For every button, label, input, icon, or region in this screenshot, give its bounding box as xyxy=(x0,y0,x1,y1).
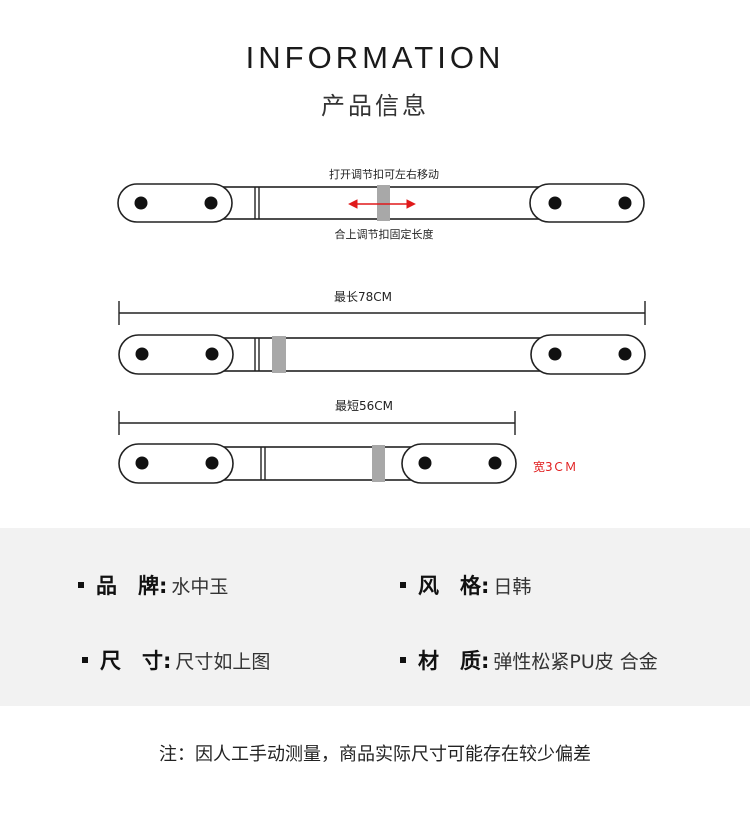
spec-label: 尺 寸: xyxy=(100,649,172,673)
left-end-tab xyxy=(118,443,234,484)
snap-button xyxy=(488,456,502,470)
snap-button xyxy=(548,196,562,210)
spec-value: 弹性松紧PU皮 合金 xyxy=(493,650,658,673)
spec-value: 水中玉 xyxy=(171,575,229,598)
snap-button xyxy=(204,196,218,210)
spec-label: 风 格: xyxy=(418,574,490,598)
spec-label: 材 质: xyxy=(418,649,490,673)
snap-button xyxy=(135,456,149,470)
strap-max: 最长78CM xyxy=(118,290,646,375)
strap-min: 最短56CM 宽3ＣＭ xyxy=(118,399,577,484)
page-title: INFORMATION xyxy=(245,40,505,75)
snap-button xyxy=(418,456,432,470)
strap-adjust: 打开调节扣可左右移动 合上调节扣固定长度 xyxy=(117,167,645,241)
spec-brand: 品 牌: 水中玉 xyxy=(78,570,228,600)
page-subtitle: 产品信息 xyxy=(321,92,429,120)
adjuster-slider xyxy=(272,336,286,373)
spec-size: 尺 寸: 尺寸如上图 xyxy=(82,645,270,675)
adjuster-slider xyxy=(372,445,385,482)
left-end-tab xyxy=(118,334,234,375)
min-length-label: 最短56CM xyxy=(335,399,393,413)
snap-button xyxy=(618,196,632,210)
strap-diagram: 打开调节扣可左右移动 合上调节扣固定长度 最长78CM 最短56CM xyxy=(117,167,646,484)
bullet-icon xyxy=(78,582,84,588)
snap-button xyxy=(205,456,219,470)
measurement-note: 注：因人工手动测量，商品实际尺寸可能存在较少偏差 xyxy=(159,744,591,765)
snap-button xyxy=(548,347,562,361)
bullet-icon xyxy=(400,582,406,588)
adjust-open-text: 打开调节扣可左右移动 xyxy=(329,167,439,181)
spec-value: 尺寸如上图 xyxy=(175,650,271,673)
bullet-icon xyxy=(400,657,406,663)
width-label: 宽3ＣＭ xyxy=(533,459,577,474)
snap-button xyxy=(618,347,632,361)
spec-label: 品 牌: xyxy=(96,574,168,598)
snap-button xyxy=(205,347,219,361)
specs-panel: 品 牌: 水中玉 风 格: 日韩 尺 寸: 尺寸如上图 材 质: 弹性松紧PU皮… xyxy=(0,528,750,706)
bullet-icon xyxy=(82,657,88,663)
left-end-tab xyxy=(117,183,233,223)
spec-value: 日韩 xyxy=(493,575,532,598)
spec-material: 材 质: 弹性松紧PU皮 合金 xyxy=(400,645,658,675)
right-end-tab xyxy=(401,443,517,484)
snap-button xyxy=(134,196,148,210)
strap-band xyxy=(199,337,591,372)
right-end-tab xyxy=(530,334,646,375)
adjust-close-text: 合上调节扣固定长度 xyxy=(335,227,434,241)
spec-style: 风 格: 日韩 xyxy=(400,570,531,600)
snap-button xyxy=(135,347,149,361)
right-end-tab xyxy=(529,183,645,223)
max-length-label: 最长78CM xyxy=(334,290,392,304)
adjuster-slider xyxy=(377,185,390,221)
strap-band xyxy=(199,446,431,481)
